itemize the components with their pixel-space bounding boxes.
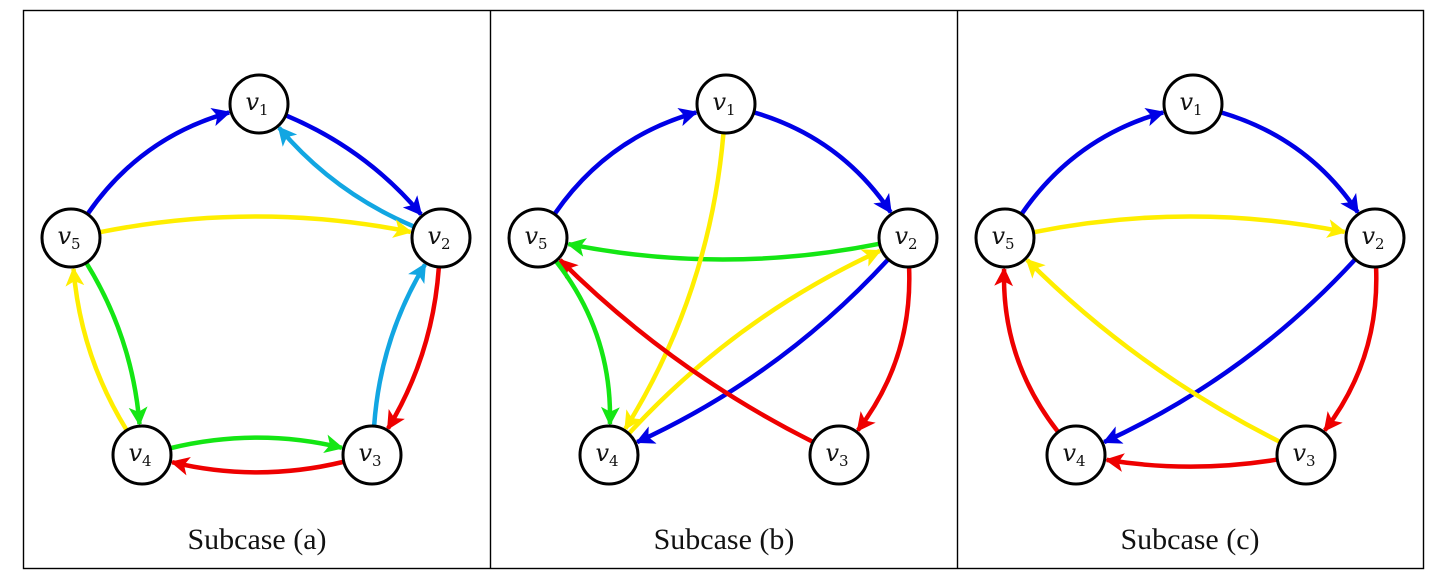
edge-v5-to-v2-yellow — [1033, 214, 1347, 238]
node-v2: v2 — [1344, 207, 1406, 269]
node-circle — [1275, 424, 1337, 486]
edge-v4-to-v5-yellow — [65, 267, 129, 431]
edge-v5-to-v1-blue — [1020, 107, 1166, 215]
edge-v5-to-v4-green — [554, 260, 620, 426]
node-v5: v5 — [974, 207, 1036, 269]
figure-border — [22, 9, 1425, 570]
node-label: v2 — [894, 222, 917, 253]
edge-v4-to-v3-green — [170, 434, 344, 454]
panel-subcase-c: v1 v2 v3 v4 v5 Subcase (c) — [974, 73, 1406, 556]
node-circle — [695, 73, 757, 135]
node-label: v1 — [1179, 88, 1202, 119]
node-v5: v5 — [507, 207, 569, 269]
edge-v5-to-v1-blue — [86, 107, 232, 215]
node-v1: v1 — [1162, 73, 1224, 135]
edge-v5-to-v1-blue — [553, 107, 699, 215]
node-label: v1 — [712, 88, 735, 119]
node-label: v3 — [358, 439, 381, 470]
node-v4: v4 — [1045, 424, 1107, 486]
edge-v3-to-v4-red — [1104, 453, 1277, 472]
edge-v3-to-v4-red — [170, 456, 344, 476]
node-v4: v4 — [111, 424, 173, 486]
panel-caption: Subcase (b) — [654, 523, 795, 556]
node-circle — [341, 424, 403, 486]
node-label: v1 — [245, 88, 268, 119]
node-circle — [40, 207, 102, 269]
edge-layer — [553, 107, 912, 445]
node-layer: v1 v2 v3 v4 v5 — [974, 73, 1406, 486]
edge-v2-to-v3-red — [1323, 267, 1379, 432]
panel-subcase-a: v1 v2 v3 v4 v5 Subcase (a) — [40, 73, 472, 556]
node-label: v3 — [825, 439, 848, 470]
edge-v1-to-v2-blue — [285, 113, 423, 216]
node-circle — [808, 424, 870, 486]
node-v2: v2 — [410, 207, 472, 269]
node-v3: v3 — [1275, 424, 1337, 486]
edge-v2-to-v5-green — [566, 238, 880, 262]
node-circle — [974, 207, 1036, 269]
edge-v2-to-v4-blue — [635, 258, 890, 445]
edge-v2-to-v4-blue — [1102, 258, 1357, 445]
node-label: v5 — [524, 222, 547, 253]
node-v1: v1 — [228, 73, 290, 135]
node-label: v5 — [991, 222, 1014, 253]
node-v3: v3 — [341, 424, 403, 486]
panel-caption: Subcase (c) — [1120, 523, 1259, 556]
node-v1: v1 — [695, 73, 757, 135]
node-circle — [1045, 424, 1107, 486]
node-circle — [410, 207, 472, 269]
node-v5: v5 — [40, 207, 102, 269]
edge-v1-to-v2-blue — [1221, 110, 1360, 214]
edge-v4-to-v2-yellow — [627, 248, 882, 435]
edge-layer — [65, 107, 442, 476]
edge-v2-to-v3-red — [856, 267, 912, 432]
node-layer: v1 v2 v3 v4 v5 — [40, 73, 472, 486]
edge-v3-to-v5-yellow — [1025, 258, 1281, 444]
edge-v5-to-v2-yellow — [99, 214, 413, 238]
edge-v3-to-v2-cyan — [371, 262, 427, 426]
node-layer: v1 v2 v3 v4 v5 — [507, 73, 939, 486]
edge-v4-to-v5-red — [994, 267, 1060, 433]
node-circle — [1162, 73, 1224, 135]
node-label: v4 — [595, 439, 618, 470]
edge-v2-to-v1-cyan — [277, 126, 415, 229]
edge-v2-to-v3-red — [386, 267, 442, 431]
panel-caption: Subcase (a) — [187, 523, 326, 556]
node-label: v4 — [128, 439, 151, 470]
node-v3: v3 — [808, 424, 870, 486]
edge-v5-to-v4-green — [84, 262, 148, 426]
node-circle — [228, 73, 290, 135]
node-label: v5 — [57, 222, 80, 253]
node-circle — [1344, 207, 1406, 269]
node-circle — [111, 424, 173, 486]
node-v2: v2 — [877, 207, 939, 269]
edge-v1-to-v2-blue — [754, 110, 893, 214]
node-circle — [507, 207, 569, 269]
node-circle — [578, 424, 640, 486]
panel-subcase-b: v1 v2 v3 v4 v5 Subcase (b) — [507, 73, 939, 556]
node-v4: v4 — [578, 424, 640, 486]
node-label: v2 — [427, 222, 450, 253]
node-label: v4 — [1062, 439, 1085, 470]
node-label: v2 — [1361, 222, 1384, 253]
edge-layer — [994, 107, 1379, 472]
edge-v1-to-v4-yellow — [623, 133, 726, 431]
node-label: v3 — [1292, 439, 1315, 470]
node-circle — [877, 207, 939, 269]
edge-v3-to-v5-red — [558, 258, 814, 444]
